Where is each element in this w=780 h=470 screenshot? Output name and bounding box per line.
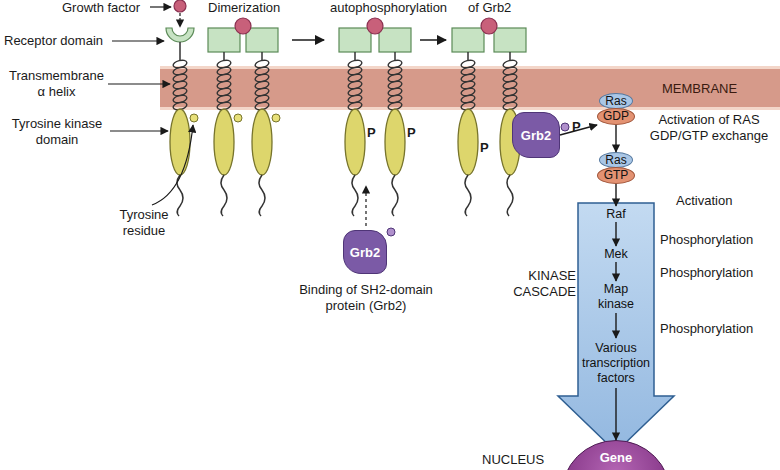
receptor-domain — [452, 28, 484, 52]
cascade-label: KINASE CASCADE — [512, 268, 576, 300]
node-text: Various transcription factors — [574, 341, 658, 386]
stage-label: of Grb2 — [468, 0, 511, 16]
receptor-domain — [208, 28, 240, 52]
step-label: Activation of RAS GDP/GTP exchange — [640, 112, 778, 144]
tyrosine-residue — [272, 114, 280, 122]
receptor-domain — [166, 28, 194, 42]
part-label: Growth factor — [62, 0, 140, 16]
grb2-protein: Grb2 — [512, 112, 560, 158]
step-label: Activation — [676, 193, 732, 209]
sh2-site — [561, 123, 569, 131]
binding-arrow — [179, 13, 180, 27]
node-text: Map kinase — [591, 282, 641, 312]
receptor-chain — [385, 52, 405, 216]
caption-text: Binding of SH2-domain protein (Grb2) — [280, 282, 452, 314]
ras-protein: Ras — [599, 93, 633, 109]
receptor-domain — [339, 28, 371, 52]
nucleus-circle: Gene — [561, 440, 671, 470]
pathway-arrow — [615, 313, 616, 338]
part-label: Receptor domain — [4, 33, 103, 49]
receptor-domain — [379, 28, 411, 52]
stage-label: autophosphorylation — [330, 0, 447, 16]
growth-factor — [367, 18, 383, 34]
stage-arrow — [420, 39, 446, 41]
receptor-chain — [252, 52, 272, 216]
node-text: GTP — [604, 168, 629, 183]
part-label: Tyrosine residue — [108, 207, 180, 239]
node-text: GDP — [603, 109, 629, 124]
leader-line — [112, 40, 164, 41]
stage-arrow — [292, 39, 324, 41]
membrane-label: MEMBRANE — [662, 81, 737, 97]
growth-factor — [481, 18, 497, 34]
pathway-arrow — [615, 222, 616, 246]
pathway-arrow — [615, 125, 616, 152]
step-label: Phosphorylation — [660, 265, 753, 281]
receptor-chain — [170, 52, 190, 216]
node-text: Grb2 — [521, 128, 551, 143]
pathway-arrow — [615, 388, 616, 440]
node-text: Grb2 — [350, 245, 380, 260]
growth-factor — [174, 0, 186, 12]
sh2-site — [387, 228, 395, 236]
receptor-chain — [458, 52, 478, 216]
receptor-stalk — [179, 42, 181, 52]
receptor-domain — [494, 28, 526, 52]
leader-line — [110, 130, 168, 131]
node-text: Gene — [600, 450, 633, 465]
node-text: Ras — [605, 153, 626, 168]
stage-label: Dimerization — [208, 0, 280, 16]
receptor-domain — [246, 28, 278, 52]
kinase-step: Map kinase — [591, 281, 641, 313]
tyrosine-residue — [190, 114, 198, 122]
leader-line — [152, 125, 193, 205]
gtp-molecule: GTP — [597, 167, 635, 184]
growth-factor — [235, 18, 251, 34]
transcription-factors: Various transcription factors — [574, 338, 658, 388]
receptor-chain — [214, 52, 234, 216]
grb2-protein: Grb2 — [343, 230, 387, 274]
nucleus-label: NUCLEUS — [482, 452, 544, 468]
ras-protein: Ras — [599, 152, 633, 168]
part-label: Tyrosine kinase domain — [4, 116, 110, 148]
kinase-step: Mek — [596, 246, 636, 262]
node-text: Ras — [605, 94, 626, 109]
step-label: Phosphorylation — [660, 232, 753, 248]
pathway-arrow — [560, 125, 597, 135]
pathway-arrow — [615, 184, 616, 206]
kinase-step: Raf — [596, 206, 636, 222]
leader-line — [108, 83, 170, 84]
step-label: Phosphorylation — [660, 321, 753, 337]
part-label: Transmembrane α helix — [4, 68, 109, 100]
node-text: Mek — [604, 247, 628, 262]
binding-arrow — [365, 186, 366, 226]
cascade-arrow — [558, 203, 674, 452]
leader-line — [150, 6, 171, 7]
phospho-mark: P — [407, 125, 416, 141]
tyrosine-residue — [234, 114, 242, 122]
phospho-mark: P — [480, 140, 489, 156]
node-text: Raf — [606, 207, 625, 222]
receptor-chain — [345, 52, 365, 216]
gdp-molecule: GDP — [597, 108, 635, 125]
phospho-mark: P — [572, 119, 581, 135]
phospho-mark: P — [367, 125, 376, 141]
pathway-arrow — [615, 262, 616, 281]
